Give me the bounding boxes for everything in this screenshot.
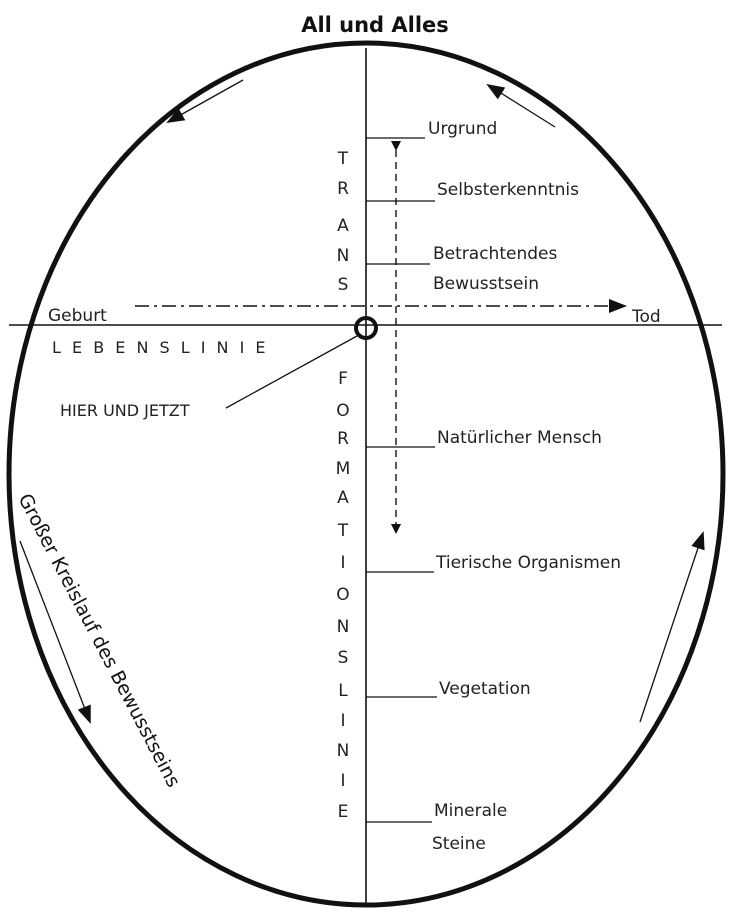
cycle-arrow-top-left	[166, 79, 244, 123]
formations-letters: F O R M A T I O N S L I N I E	[336, 369, 351, 822]
cycle-arrow-left	[19, 540, 91, 724]
formation-letter: I	[340, 771, 345, 791]
formation-letter: F	[338, 369, 348, 389]
cycle-arrow-right	[639, 531, 705, 723]
geburt-label: Geburt	[48, 306, 107, 326]
formation-letter: O	[336, 401, 349, 421]
formation-letter: S	[338, 648, 349, 668]
formation-letter: N	[337, 617, 350, 637]
formation-letter: I	[340, 711, 345, 731]
tod-label: Tod	[631, 307, 661, 327]
formation-letter: O	[336, 585, 349, 605]
level-tierische-organismen: Tierische Organismen	[435, 553, 621, 573]
level-bewusstsein: Bewusstsein	[433, 274, 539, 294]
level-minerale: Minerale	[434, 801, 507, 821]
trans-letter: N	[337, 246, 350, 266]
level-betrachtendes: Betrachtendes	[433, 244, 557, 264]
trans-letter: S	[338, 275, 349, 295]
formation-letter: A	[337, 488, 349, 508]
here-and-now-marker	[354, 316, 378, 340]
level-vegetation: Vegetation	[439, 679, 531, 699]
formation-letter: M	[336, 459, 351, 479]
hier-und-jetzt-label: HIER UND JETZT	[60, 401, 190, 420]
level-urgrund: Urgrund	[428, 119, 497, 139]
formation-letter: E	[338, 802, 349, 822]
formation-letter: N	[337, 741, 350, 761]
here-now-pointer	[225, 335, 358, 409]
level-natuerlicher-mensch: Natürlicher Mensch	[437, 428, 602, 448]
trans-letters: T R A N S	[337, 149, 350, 295]
level-steine: Steine	[432, 834, 486, 854]
trans-letter: R	[337, 179, 349, 199]
lebenslinie-label: L E B E N S L I N I E	[52, 338, 269, 357]
trans-letter: A	[337, 216, 349, 236]
trans-letter: T	[337, 149, 349, 169]
title: All und Alles	[301, 13, 449, 37]
level-ticks	[366, 137, 437, 823]
cycle-arrow-top-right	[486, 83, 556, 128]
formation-letter: L	[338, 681, 348, 701]
formation-letter: T	[337, 521, 349, 541]
formation-letter: R	[337, 429, 349, 449]
level-selbsterkenntnis: Selbsterkenntnis	[437, 180, 579, 200]
formation-letter: I	[340, 553, 345, 573]
